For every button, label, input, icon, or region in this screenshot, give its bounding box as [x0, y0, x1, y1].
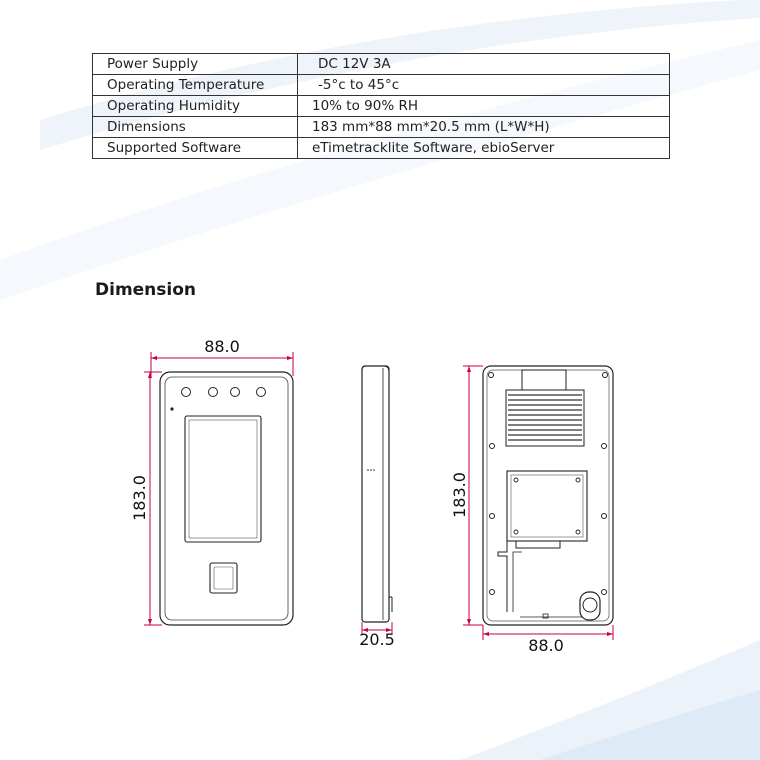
tamper-switch-icon [579, 591, 601, 621]
fingerprint-sensor-inner [213, 566, 234, 590]
arrow-head [467, 619, 471, 625]
plate-screw-icon [575, 477, 581, 483]
spec-value: -5°c to 45°c [297, 74, 670, 96]
cable-channel [512, 551, 522, 612]
heat-sink-top [521, 369, 567, 391]
sensor-icon [230, 387, 240, 397]
arrow-head [607, 632, 613, 636]
screw-hole-icon [601, 443, 607, 449]
screw-hole-icon [489, 589, 495, 595]
arrow-head [386, 628, 392, 632]
bottom-port [542, 613, 549, 619]
plate-screw-icon [513, 529, 519, 535]
table-row: Dimensions 183 mm*88 mm*20.5 mm (L*W*H) [92, 116, 670, 138]
side-dot [373, 469, 375, 471]
tamper-switch-knob [582, 597, 598, 613]
front-screen [184, 415, 262, 543]
spec-label: Dimensions [92, 116, 298, 138]
specifications-table: Power Supply DC 12V 3A Operating Tempera… [92, 53, 670, 159]
table-row: Supported Software eTimetracklite Softwa… [92, 137, 670, 159]
spec-label: Operating Humidity [92, 95, 298, 117]
front-height-label: 183.0 [130, 475, 149, 521]
indicator-led-icon [170, 407, 174, 411]
mounting-plate [506, 470, 588, 542]
side-device-top-edge [361, 365, 390, 373]
arrow-head [148, 619, 152, 625]
mounting-plate-inner [510, 474, 584, 538]
plate-screw-icon [513, 477, 519, 483]
arrow-head [467, 366, 471, 372]
side-view-drawing: 20.5 [359, 365, 395, 649]
arrow-head [151, 356, 157, 360]
front-width-label: 88.0 [204, 337, 240, 356]
front-device-bezel [164, 376, 289, 621]
heat-sink-icon [505, 389, 585, 447]
plate-screw-icon [575, 529, 581, 535]
sensor-icon [181, 387, 191, 397]
arrow-head [148, 372, 152, 378]
screw-hole-icon [489, 443, 495, 449]
side-dot [367, 469, 369, 471]
screw-hole-icon [489, 513, 495, 519]
back-view-drawing: 183.0 88.0 [450, 365, 614, 655]
screw-hole-icon [601, 513, 607, 519]
front-screen-inner [188, 419, 258, 539]
sensor-icon [256, 387, 266, 397]
side-depth-label: 20.5 [359, 630, 395, 649]
arrow-head [483, 632, 489, 636]
back-width-label: 88.0 [528, 636, 564, 655]
arrow-head [362, 628, 368, 632]
side-dot [370, 469, 372, 471]
back-height-label: 183.0 [450, 472, 469, 518]
table-row: Operating Humidity 10% to 90% RH [92, 95, 670, 117]
cable-channel [497, 541, 561, 612]
screw-hole-icon [488, 372, 494, 378]
spec-value: eTimetracklite Software, ebioServer [297, 137, 670, 159]
fingerprint-sensor-icon [209, 562, 238, 594]
sensor-icon [208, 387, 218, 397]
spec-label: Supported Software [92, 137, 298, 159]
side-device-body [361, 365, 390, 623]
section-title-dimension: Dimension [95, 280, 197, 300]
screw-hole-icon [601, 589, 607, 595]
table-row: Operating Temperature -5°c to 45°c [92, 74, 670, 96]
arrow-head [287, 356, 293, 360]
screw-hole-icon [602, 372, 608, 378]
front-view-drawing: 88.0 183.0 [130, 337, 294, 626]
